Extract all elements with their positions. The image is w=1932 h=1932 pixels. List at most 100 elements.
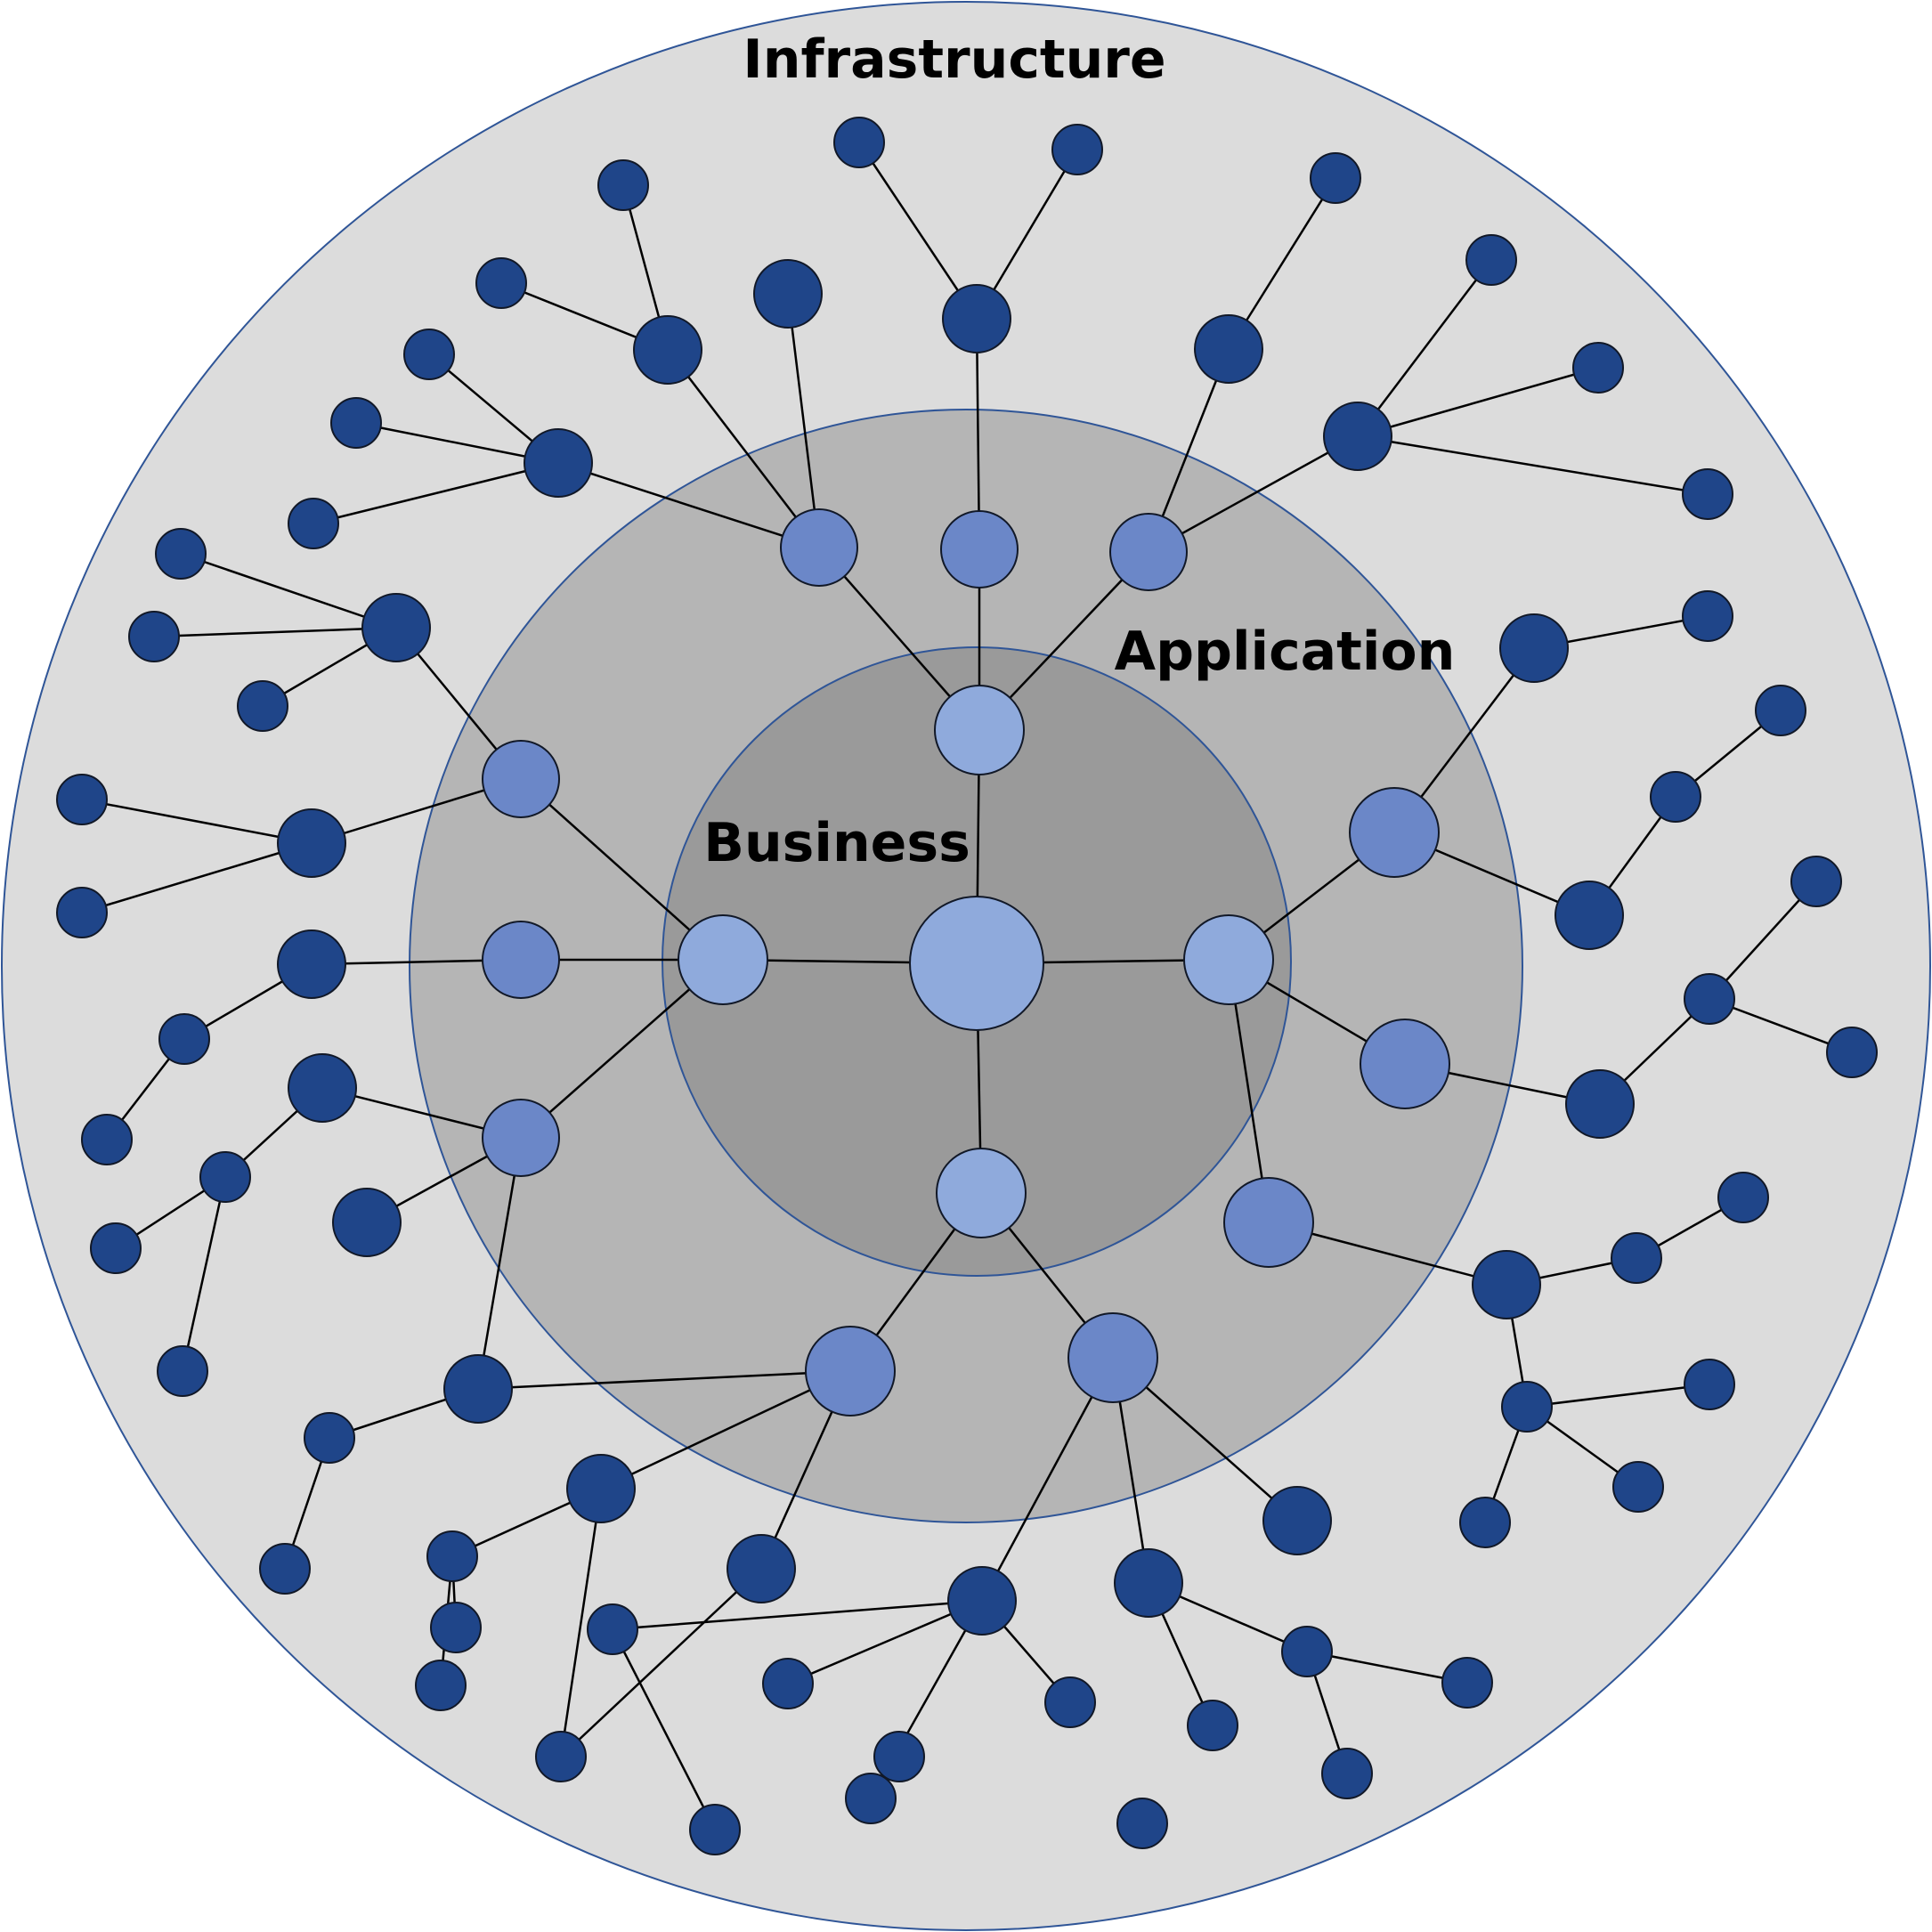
edge-i39-i36	[612, 1599, 983, 1631]
infrastructure-node	[633, 315, 702, 385]
infrastructure-node	[727, 1534, 796, 1603]
infrastructure-node	[1262, 1486, 1332, 1555]
edge-i16-i17	[81, 798, 313, 845]
infrastructure-node	[535, 1731, 587, 1782]
application-node	[805, 1326, 896, 1417]
infrastructure-node	[1555, 881, 1624, 950]
infrastructure-node	[1755, 685, 1806, 736]
edge-i62-i63	[1709, 881, 1817, 1000]
application-label: Application	[1115, 621, 1456, 683]
infrastructure-node	[524, 428, 593, 498]
infrastructure-node	[566, 1454, 636, 1523]
infrastructure-node	[332, 1188, 402, 1257]
infrastructure-node	[1472, 1250, 1541, 1319]
infrastructure-node	[128, 611, 180, 662]
infrastructure-node	[415, 1660, 467, 1711]
infrastructure-node	[403, 329, 455, 380]
business-node	[934, 685, 1025, 775]
infrastructure-node	[1612, 1461, 1664, 1513]
infrastructure-node	[845, 1773, 897, 1824]
infrastructure-label: Infrastructure	[743, 28, 1165, 91]
infrastructure-node	[237, 680, 288, 732]
infrastructure-node	[1790, 856, 1842, 907]
edge-i39-i37	[787, 1599, 983, 1685]
application-node	[1360, 1019, 1450, 1109]
application-node	[482, 921, 560, 999]
edge-a10-i30	[600, 1369, 851, 1490]
edge-i23-i25	[181, 1176, 227, 1372]
infrastructure-node	[873, 1731, 925, 1782]
infrastructure-node	[475, 257, 527, 309]
infrastructure-node	[942, 284, 1011, 353]
infrastructure-node	[1465, 234, 1517, 286]
infrastructure-node	[1459, 1497, 1511, 1548]
infrastructure-node	[361, 593, 431, 662]
infrastructure-node	[753, 259, 823, 329]
edge-i30-i34	[559, 1488, 603, 1757]
infrastructure-node	[56, 774, 108, 825]
edge-i1-i2	[857, 142, 978, 320]
infrastructure-node	[1684, 1359, 1735, 1410]
infrastructure-node	[90, 1222, 142, 1274]
infrastructure-node	[1501, 1381, 1553, 1433]
business-node	[1183, 914, 1274, 1005]
infrastructure-node	[1194, 314, 1263, 384]
infrastructure-node	[689, 1804, 741, 1855]
infrastructure-node	[1321, 1748, 1373, 1799]
infrastructure-node	[259, 1543, 311, 1595]
infrastructure-node	[1826, 1027, 1878, 1078]
nodes	[56, 117, 1878, 1855]
infrastructure-node	[1650, 771, 1701, 823]
edge-a3-i52	[1148, 434, 1359, 554]
infrastructure-node	[762, 1658, 814, 1709]
application-node	[1223, 1177, 1314, 1268]
application-node	[1349, 787, 1440, 878]
infrastructure-node	[277, 929, 346, 999]
infrastructure-node	[1323, 402, 1392, 471]
infrastructure-node	[430, 1602, 482, 1653]
edge-a1-i8	[557, 461, 820, 549]
business-label: Business	[703, 812, 970, 874]
application-node	[482, 1099, 560, 1177]
application-node	[940, 510, 1019, 589]
infrastructure-node	[1611, 1232, 1662, 1284]
edge-i52-i54	[1357, 366, 1599, 438]
edge-i68-i69	[1526, 1383, 1710, 1408]
infrastructure-node	[199, 1151, 251, 1203]
infrastructure-node	[304, 1412, 355, 1464]
edge-i34-i35	[560, 1568, 762, 1757]
application-node	[1067, 1312, 1158, 1403]
infrastructure-node	[1684, 973, 1735, 1025]
application-node	[780, 508, 858, 587]
infrastructure-node	[1572, 342, 1624, 394]
infrastructure-node	[1565, 1069, 1635, 1139]
application-node	[1109, 513, 1188, 591]
infrastructure-node	[1187, 1700, 1238, 1751]
infrastructure-node	[587, 1603, 638, 1655]
infrastructure-node	[1717, 1172, 1769, 1223]
infrastructure-node	[1310, 152, 1361, 204]
infrastructure-node	[288, 1053, 357, 1123]
edge-i52-i55	[1357, 434, 1709, 496]
business-node	[936, 1148, 1027, 1238]
infrastructure-node	[1116, 1798, 1168, 1849]
infrastructure-node	[597, 159, 649, 211]
infrastructure-node	[1441, 1657, 1493, 1709]
infrastructure-node	[1044, 1676, 1096, 1728]
infrastructure-node	[155, 528, 207, 580]
infrastructure-node	[56, 887, 108, 938]
edge-i12-i14	[153, 626, 397, 638]
infrastructure-node	[1114, 1548, 1183, 1618]
edge-i12-i13	[180, 552, 397, 629]
business-node	[678, 914, 768, 1005]
edge-a1-i4	[667, 349, 820, 548]
infrastructure-node	[288, 498, 339, 549]
infrastructure-node	[277, 808, 346, 878]
infrastructure-node	[157, 1345, 208, 1397]
edge-i45-i46	[1306, 1650, 1468, 1684]
infrastructure-node	[1682, 590, 1733, 642]
edge-i16-i18	[81, 841, 313, 914]
infrastructure-node	[833, 117, 885, 168]
infrastructure-node	[1281, 1626, 1333, 1677]
infrastructure-node	[158, 1013, 210, 1065]
